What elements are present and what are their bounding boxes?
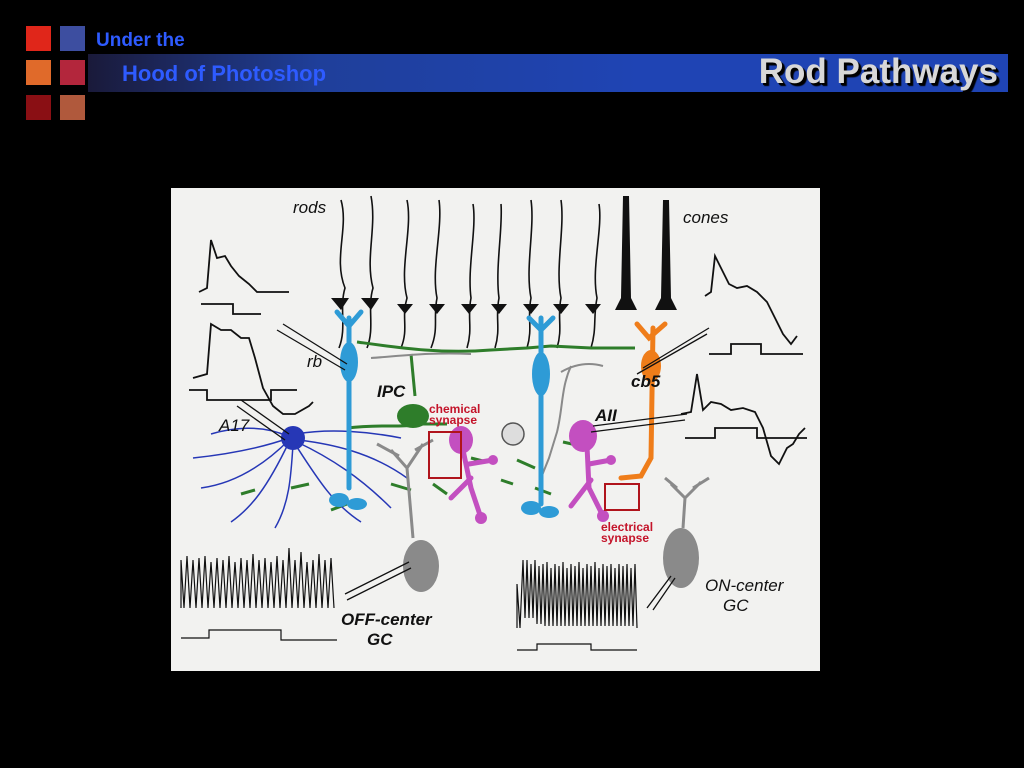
aii-amacrine-cells <box>448 443 614 521</box>
photoreceptors <box>338 195 601 349</box>
label-a17: A17 <box>219 416 250 435</box>
a17-dendrites <box>192 427 408 529</box>
logo-square-3 <box>26 60 51 85</box>
a17-soma <box>281 426 305 450</box>
off-gc-soma <box>403 540 439 592</box>
label-on-gc: GC <box>723 596 749 615</box>
electrical-synapse-box <box>604 483 640 511</box>
rod-1 <box>338 199 346 349</box>
synapse-text-2: synapse <box>601 531 650 545</box>
label-chemical-synapse: chemical synapse <box>429 402 481 427</box>
amacrine-processes <box>370 352 604 479</box>
chemical-synapse-box <box>428 431 462 479</box>
on-gc-soma <box>663 528 699 588</box>
label-ipc: IPC <box>377 382 406 401</box>
label-rods: rods <box>293 198 327 217</box>
logo-square-4 <box>60 60 85 85</box>
electrical-text: electrical <box>601 520 654 534</box>
label-aii: AII <box>595 406 617 425</box>
response-traces-left <box>189 239 314 415</box>
off-gc-dendrites <box>376 438 434 539</box>
brand-line-1: Under the <box>96 30 185 51</box>
brand-line-2: Hood of Photoshop <box>122 61 327 86</box>
synaptic-terminal <box>501 422 525 446</box>
retina-diagram-drawing <box>180 195 807 651</box>
label-cones: cones <box>683 208 729 227</box>
logo-square-6 <box>60 95 85 120</box>
label-on-center: ON-center <box>705 576 784 595</box>
label-off-center: OFF-center <box>341 610 432 629</box>
logo-square-5 <box>26 95 51 120</box>
title-bar <box>88 54 1008 92</box>
retina-diagram: rods cones rb IPC A17 cb5 AII OFF-center… <box>171 188 820 671</box>
recording-electrodes <box>236 323 710 611</box>
ipc-soma <box>397 404 429 428</box>
spike-train-on <box>516 559 638 651</box>
synapse-text-1: synapse <box>429 413 478 427</box>
response-traces-right <box>680 252 807 466</box>
label-rb: rb <box>307 352 323 371</box>
cone-bipolar-cb5 <box>618 321 668 481</box>
logo-square-1 <box>26 26 51 51</box>
spike-train-off <box>180 547 337 641</box>
chemical-text: chemical <box>429 402 481 416</box>
label-cb5: cb5 <box>631 372 661 391</box>
on-gc-dendrites <box>664 476 710 529</box>
rod-terminals <box>331 298 601 314</box>
rod-bipolar-somata <box>329 342 559 518</box>
slide-title: Rod Pathways <box>758 52 998 91</box>
cone-photoreceptors <box>615 196 677 310</box>
label-electrical-synapse: electrical synapse <box>601 520 654 545</box>
logo-square-2 <box>60 26 85 51</box>
label-off-gc: GC <box>367 630 393 649</box>
